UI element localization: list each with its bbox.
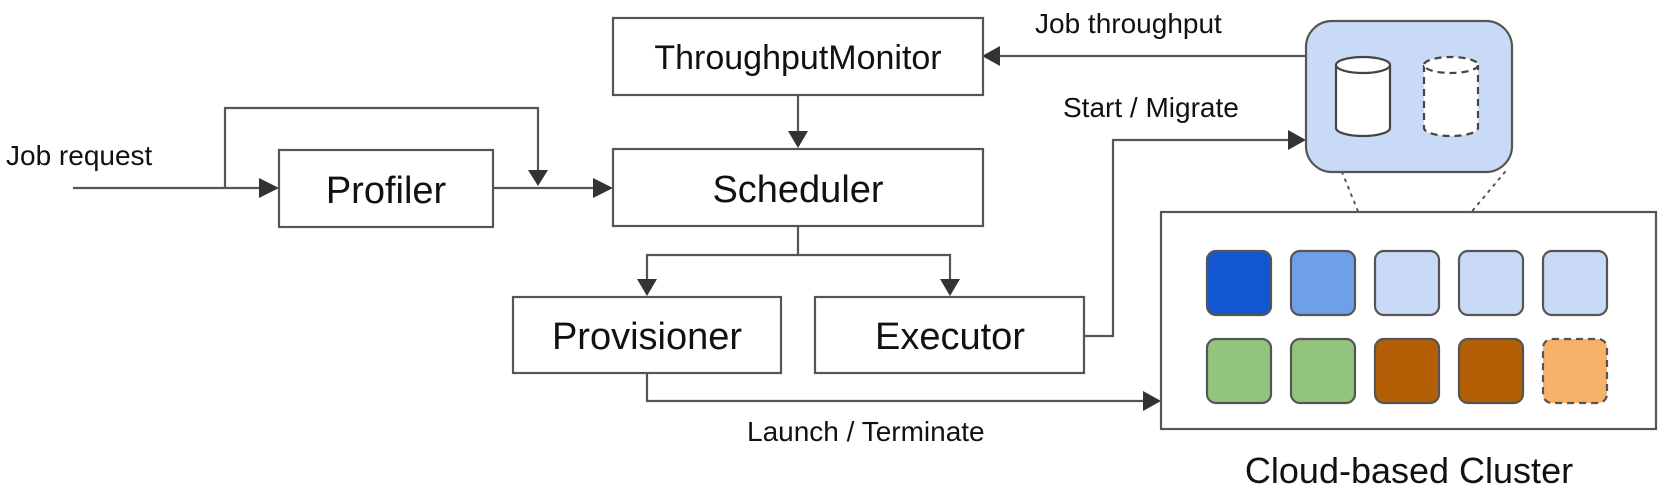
job-request-label: Job request <box>6 140 153 171</box>
edge-scheduler-to-provisioner <box>645 253 952 280</box>
cluster-node-1-3 <box>1373 249 1441 317</box>
arrowhead-profiler <box>259 178 279 198</box>
arrowhead-bypass <box>528 170 548 186</box>
scheduler-box <box>611 147 985 228</box>
cluster-node-2-5 <box>1541 337 1609 405</box>
database-dashed-icon <box>1422 55 1480 138</box>
arrowhead-monitor-scheduler <box>788 131 808 148</box>
throughput-monitor-label: ThroughputMonitor <box>654 39 941 77</box>
edge-executor-start-migrate <box>1084 138 1290 338</box>
provisioner-label: Provisioner <box>552 316 742 358</box>
cluster-node-2-3 <box>1373 337 1441 405</box>
cluster-node-1-2 <box>1289 249 1357 317</box>
cluster-node-1-5 <box>1541 249 1609 317</box>
profiler-label: Profiler <box>326 170 447 212</box>
arrowhead-monitor <box>982 46 1000 66</box>
edge-provisioner-to-cluster <box>645 373 1148 403</box>
executor-box <box>813 295 1086 375</box>
arrowhead-start-migrate <box>1288 130 1306 150</box>
cluster-node-2-1 <box>1205 337 1273 405</box>
executor-label: Executor <box>875 316 1025 358</box>
job-throughput-label: Job throughput <box>1035 8 1222 39</box>
cluster-node-2-4 <box>1457 337 1525 405</box>
throughput-monitor-box <box>611 16 985 97</box>
cluster-node-2-2 <box>1289 337 1357 405</box>
cluster-title: Cloud-based Cluster <box>1245 450 1573 491</box>
profiler-box <box>277 148 495 229</box>
provisioner-box <box>511 295 783 375</box>
start-migrate-label: Start / Migrate <box>1063 92 1239 123</box>
edge-profiler-bypass <box>223 106 540 188</box>
cluster-node-1-4 <box>1457 249 1525 317</box>
launch-terminate-label: Launch / Terminate <box>747 416 985 447</box>
arrowhead-scheduler <box>593 178 613 198</box>
scheduler-label: Scheduler <box>712 169 883 211</box>
arrowhead-cluster <box>1143 391 1161 411</box>
cluster-cells <box>1205 249 1609 405</box>
database-icon <box>1334 55 1392 138</box>
arrowhead-executor <box>940 279 960 296</box>
arrowhead-provisioner <box>637 279 657 296</box>
cluster-node-1-1 <box>1205 249 1273 317</box>
